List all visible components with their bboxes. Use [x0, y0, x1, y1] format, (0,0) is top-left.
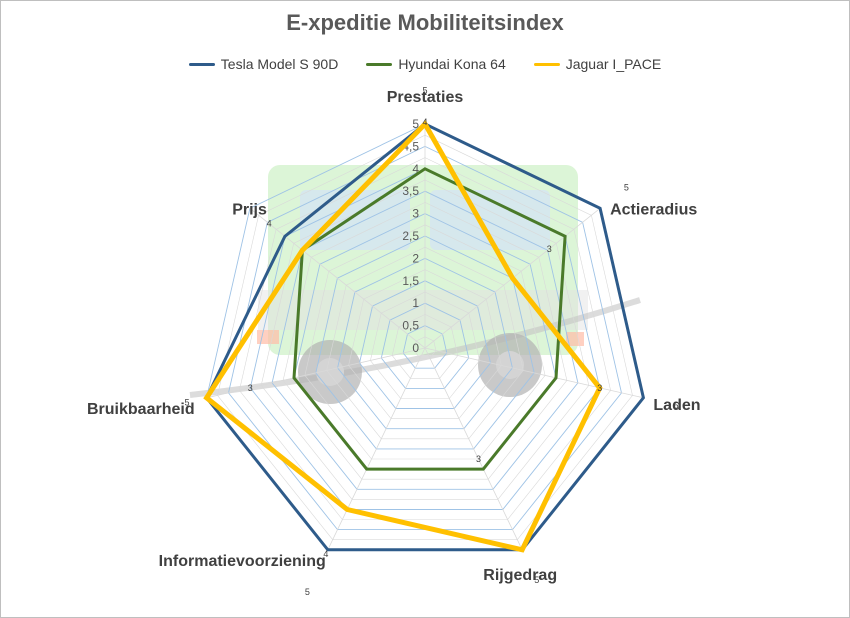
chart-title: E-xpeditie Mobiliteitsindex [286, 10, 564, 35]
legend-item: Tesla Model S 90D [188, 56, 339, 72]
tick-label: 4 [412, 162, 419, 176]
tick-label: 3,5 [402, 184, 419, 198]
grid-ring [337, 257, 513, 430]
grid-ring [348, 269, 502, 419]
grid-ring [271, 190, 579, 490]
legend-label: Hyundai Kona 64 [398, 56, 506, 72]
grid-ring [391, 314, 459, 379]
legend-label: Jaguar I_PACE [565, 56, 662, 72]
data-value-label: 3 [547, 244, 552, 254]
grid-ring [359, 280, 491, 409]
axis-label: Informatievoorziening [159, 553, 326, 570]
data-value-label: 5 [624, 182, 629, 192]
axis-spoke [424, 347, 644, 399]
tick-label: 0 [412, 341, 419, 355]
grid-ring [370, 291, 480, 399]
axis-label: Prestaties [387, 89, 464, 106]
grid-ring [282, 202, 568, 480]
grid-ring [402, 325, 448, 369]
tick-label: 0,5 [402, 319, 419, 333]
axis-label: Bruikbaarheid [87, 401, 195, 418]
data-value-label: 3 [597, 383, 602, 393]
data-value-label: 5 [422, 85, 427, 95]
grid-ring [304, 224, 546, 460]
series-line [204, 122, 646, 552]
legend-label: Tesla Model S 90D [220, 56, 339, 72]
grid-ring [326, 246, 524, 440]
tick-label: 1,5 [402, 274, 419, 288]
data-value-label: 4 [422, 117, 427, 127]
axis-spoke [424, 347, 523, 550]
axis-spoke [249, 207, 426, 349]
grid-ring [239, 157, 611, 520]
data-value-label: 3 [476, 454, 481, 464]
legend-swatch [533, 62, 560, 66]
axis-label: Rijgedrag [483, 567, 557, 584]
data-value-label: 5 [305, 587, 310, 597]
grid-ring [380, 302, 470, 389]
data-value-label: 3 [248, 383, 253, 393]
grid-ring [315, 235, 535, 450]
data-value-label: 5 [674, 400, 679, 410]
grid-ring [249, 168, 601, 510]
data-value-label: 5 [534, 575, 539, 585]
chart-legend: Tesla Model S 90D Hyundai Kona 64 Jaguar I… [0, 56, 850, 72]
data-value-label: 4 [323, 549, 328, 559]
grid-ring [217, 134, 633, 541]
axis-label: Actieradius [610, 201, 697, 218]
tick-label: 2,5 [402, 229, 419, 243]
series-line [292, 167, 567, 471]
tick-label: 5 [412, 117, 419, 131]
axis-spoke [206, 347, 426, 399]
grid-ring [413, 336, 437, 359]
data-value-label: 5 [184, 397, 189, 407]
axis-label: Laden [653, 397, 700, 414]
data-value-label: 4 [267, 219, 272, 229]
legend-item: Jaguar I_PACE [533, 56, 662, 72]
tick-label: 2 [412, 251, 419, 265]
legend-swatch [188, 62, 215, 66]
tick-label: 1 [412, 296, 419, 310]
legend-item: Hyundai Kona 64 [366, 56, 506, 72]
truck-watermark-image [189, 165, 641, 404]
axis-label: Prijs [232, 201, 267, 218]
series-line [203, 119, 603, 553]
legend-swatch [366, 62, 393, 66]
tick-label: 3 [412, 207, 419, 221]
axis-spoke [327, 347, 426, 550]
